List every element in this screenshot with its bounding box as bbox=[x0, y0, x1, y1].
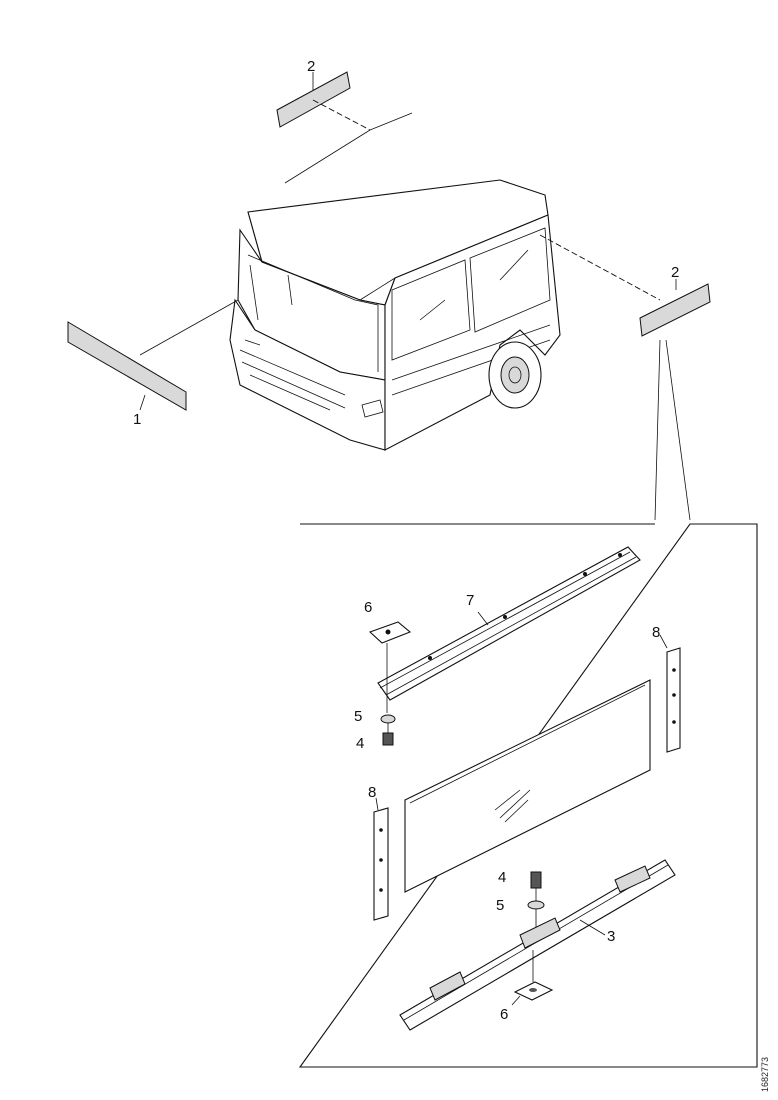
document-id: 1682773 bbox=[760, 1057, 770, 1092]
glass-pane bbox=[404, 679, 651, 893]
callout-5-upper: 5 bbox=[354, 708, 362, 725]
callout-labels: 1 2 2 6 7 8 5 4 8 4 5 3 6 bbox=[133, 58, 679, 1023]
part-6-lower-bracket bbox=[511, 950, 554, 1006]
callout-2-top: 2 bbox=[307, 58, 315, 75]
callout-6-upper: 6 bbox=[364, 599, 372, 616]
callout-6-lower: 6 bbox=[500, 1006, 508, 1023]
part-6-upper-bracket bbox=[368, 621, 412, 713]
part-8-right-seal bbox=[659, 634, 681, 753]
callout-8-left: 8 bbox=[368, 784, 376, 801]
part-5-upper-washer bbox=[380, 714, 396, 724]
part-1-front-strip bbox=[67, 299, 239, 411]
callout-2-right: 2 bbox=[671, 264, 679, 281]
part-2-roof-strip bbox=[276, 71, 413, 184]
callout-8-right: 8 bbox=[652, 624, 660, 641]
part-4-lower-screw bbox=[530, 871, 542, 889]
part-4-upper-screw bbox=[382, 723, 394, 746]
callout-7: 7 bbox=[466, 592, 474, 609]
callout-3: 3 bbox=[607, 928, 615, 945]
part-8-left-seal bbox=[373, 797, 389, 921]
detail-frame bbox=[298, 523, 758, 1068]
part-3-lower-rail bbox=[399, 859, 676, 1031]
callout-4-upper: 4 bbox=[356, 735, 364, 752]
bus-cab-illustration bbox=[229, 179, 561, 451]
callout-4-lower: 4 bbox=[498, 869, 506, 886]
callout-1: 1 bbox=[133, 411, 141, 428]
part-7-upper-rail bbox=[377, 546, 641, 701]
part-5-lower-washer bbox=[527, 888, 545, 930]
part-2-side-strip bbox=[539, 234, 711, 521]
callout-5-lower: 5 bbox=[496, 897, 504, 914]
